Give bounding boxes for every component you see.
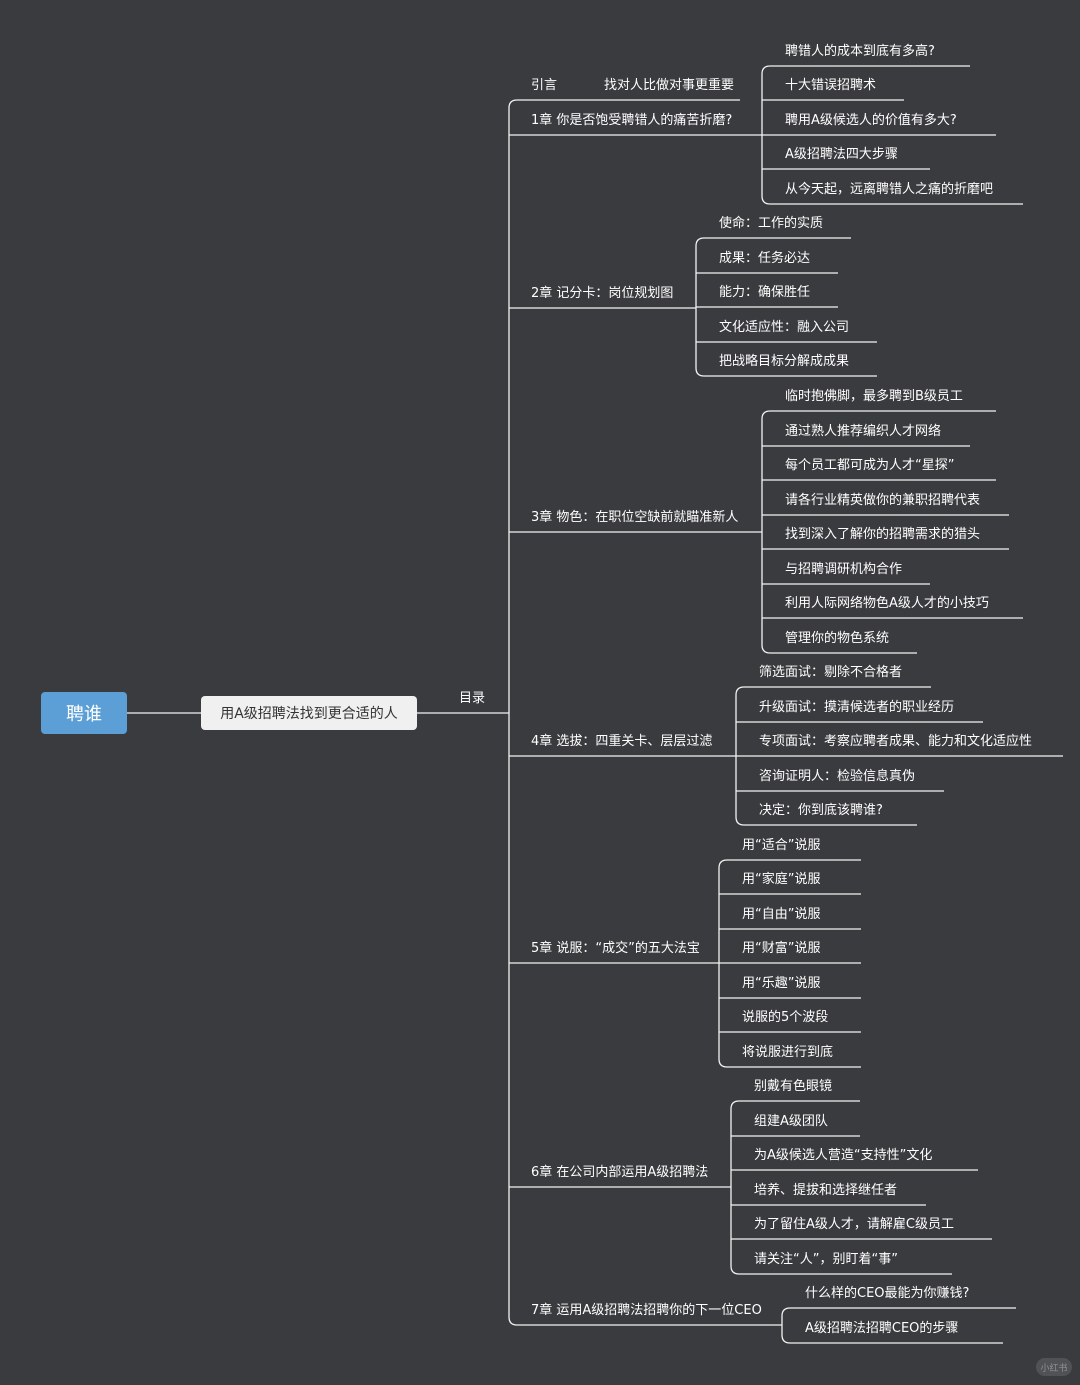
sub-topic-5-3[interactable]: 用“财富”说服 (742, 941, 821, 956)
sub-underline-1-4 (761, 195, 1023, 205)
chapter-underline-0 (508, 99, 740, 109)
sub-topic-2-3[interactable]: 文化适应性：融入公司 (719, 320, 850, 335)
sub-topic-1-3[interactable]: A级招聘法四大步骤 (785, 147, 898, 162)
sub-underline-6-5 (730, 1265, 952, 1275)
sub-underline-4-0 (735, 686, 931, 696)
sub-topic-1-2[interactable]: 聘用A级候选人的价值有多大? (785, 113, 957, 128)
chapter-label-2[interactable]: 2章 记分卡：岗位规划图 (531, 286, 674, 301)
sub-topic-4-2[interactable]: 专项面试：考察应聘者成果、能力和文化适应性 (759, 734, 1033, 749)
sub-topic-3-5[interactable]: 与招聘调研机构合作 (785, 562, 903, 577)
chapter-label-3[interactable]: 3章 物色：在职位空缺前就瞄准新人 (531, 510, 739, 525)
sub-topic-5-5[interactable]: 说服的5个波段 (742, 1010, 829, 1025)
sub-topic-6-1[interactable]: 组建A级团队 (754, 1114, 828, 1129)
sub-topic-3-6[interactable]: 利用人际网络物色A级人才的小技巧 (785, 596, 989, 611)
sub-underline-7-1 (781, 1334, 1003, 1344)
watermark-text: 小红书 (1040, 1363, 1068, 1374)
sub-topic-5-2[interactable]: 用“自由”说服 (742, 907, 821, 922)
sub-topic-5-0[interactable]: 用“适合”说服 (742, 838, 821, 853)
sub-topic-6-5[interactable]: 请关注“人”，别盯着“事” (754, 1252, 898, 1267)
chapter-underline-7 (508, 1316, 782, 1326)
sub-topic-3-7[interactable]: 管理你的物色系统 (785, 631, 890, 646)
sub-topic-2-2[interactable]: 能力：确保胜任 (719, 285, 811, 300)
sub-topic-6-2[interactable]: 为A级候选人营造“支持性”文化 (754, 1148, 933, 1163)
sub-topic-1-0[interactable]: 聘错人的成本到底有多高? (785, 44, 935, 59)
sub-topic-4-0[interactable]: 筛选面试：剔除不合格者 (759, 665, 903, 680)
sub-topic-3-2[interactable]: 每个员工都可成为人才“星探” (785, 458, 955, 473)
intro-sub-topic[interactable]: 找对人比做对事更重要 (604, 78, 735, 93)
sub-underline-3-7 (761, 644, 917, 654)
sub-topic-5-4[interactable]: 用“乐趣”说服 (742, 976, 821, 991)
sub-topic-1-1[interactable]: 十大错误招聘术 (785, 78, 877, 93)
sub-topic-5-1[interactable]: 用“家庭”说服 (742, 872, 821, 887)
sub-topic-7-0[interactable]: 什么样的CEO最能为你赚钱? (805, 1286, 970, 1301)
chapter-label-0[interactable]: 引言 (531, 78, 558, 93)
sub-underline-2-4 (695, 367, 877, 377)
sub-topic-6-3[interactable]: 培养、提拔和选择继任者 (754, 1183, 898, 1198)
sub-underline-5-0 (718, 859, 861, 869)
sub-underline-4-4 (735, 816, 917, 826)
sub-topic-2-4[interactable]: 把战略目标分解成成果 (719, 354, 850, 369)
sub-underline-6-0 (730, 1100, 860, 1110)
sub-topic-2-1[interactable]: 成果：任务必达 (719, 251, 811, 266)
main-topic-node[interactable]: 用A级招聘法找到更合适的人 (201, 696, 417, 730)
sub-topic-5-6[interactable]: 将说服进行到底 (742, 1045, 834, 1060)
sub-topic-3-1[interactable]: 通过熟人推荐编织人才网络 (785, 424, 942, 439)
main-topic-label: 用A级招聘法找到更合适的人 (220, 706, 398, 722)
sub-topic-7-1[interactable]: A级招聘法招聘CEO的步骤 (805, 1321, 959, 1336)
sub-topic-1-4[interactable]: 从今天起，远离聘错人之痛的折磨吧 (785, 182, 994, 197)
sub-topic-3-0[interactable]: 临时抱佛脚，最多聘到B级员工 (785, 389, 963, 404)
sub-underline-5-6 (718, 1058, 861, 1068)
toc-label[interactable]: 目录 (459, 691, 486, 706)
chapter-label-7[interactable]: 7章 运用A级招聘法招聘你的下一位CEO (531, 1303, 762, 1318)
sub-topic-6-4[interactable]: 为了留住A级人才，请解雇C级员工 (754, 1217, 954, 1232)
sub-underline-2-0 (695, 237, 851, 247)
chapter-label-6[interactable]: 6章 在公司内部运用A级招聘法 (531, 1165, 709, 1180)
sub-topic-3-3[interactable]: 请各行业精英做你的兼职招聘代表 (785, 493, 981, 508)
root-node[interactable]: 聘谁 (41, 692, 127, 734)
chapter-label-5[interactable]: 5章 说服：“成交”的五大法宝 (531, 941, 700, 956)
watermark-logo: 小红书 (1036, 1358, 1072, 1376)
chapter-label-1[interactable]: 1章 你是否饱受聘错人的痛苦折磨? (531, 113, 733, 128)
sub-topic-4-3[interactable]: 咨询证明人：检验信息真伪 (759, 769, 916, 784)
sub-topic-4-1[interactable]: 升级面试：摸清候选者的职业经历 (759, 700, 955, 715)
sub-topic-6-0[interactable]: 别戴有色眼镜 (754, 1079, 833, 1094)
chapter-label-4[interactable]: 4章 选拔：四重关卡、层层过滤 (531, 734, 713, 749)
sub-underline-3-0 (761, 410, 996, 420)
sub-topic-3-4[interactable]: 找到深入了解你的招聘需求的猎头 (785, 527, 981, 542)
sub-topic-2-0[interactable]: 使命：工作的实质 (719, 216, 824, 231)
sub-topic-4-4[interactable]: 决定：你到底该聘谁? (759, 803, 883, 818)
sub-underline-7-0 (781, 1307, 1016, 1317)
sub-underline-1-0 (761, 65, 970, 75)
root-label: 聘谁 (66, 704, 102, 725)
